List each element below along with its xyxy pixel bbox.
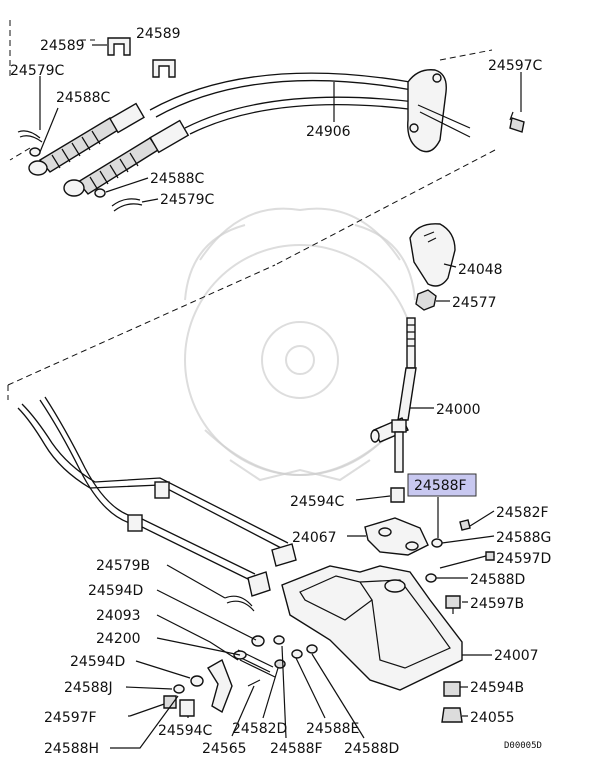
diagram-code: D00005D <box>504 741 542 751</box>
label-24055[interactable]: 24055 <box>470 710 515 726</box>
nut-24577 <box>415 289 437 311</box>
washer-24588f-bot <box>273 635 285 645</box>
bushing-24594d-b <box>190 675 204 687</box>
lever-24093 <box>207 658 233 714</box>
washer-24588d-mid <box>425 573 437 583</box>
bushing-24594d-a <box>251 635 265 647</box>
lower-shift-cables <box>17 396 297 597</box>
bushing-24594b <box>443 681 461 697</box>
shift-lever-24000 <box>370 317 417 473</box>
label-24577[interactable]: 24577 <box>452 295 497 311</box>
label-24588d-mid[interactable]: 24588D <box>470 572 525 588</box>
bolt-24597f <box>129 695 177 717</box>
label-24579c-top[interactable]: 24579C <box>10 63 65 79</box>
bolt-24597d <box>439 551 495 569</box>
clip-24589-left <box>107 37 131 56</box>
label-24200[interactable]: 24200 <box>96 631 141 647</box>
cable-end-boot-lower <box>63 119 190 197</box>
label-24597d[interactable]: 24597D <box>496 551 551 567</box>
pin-24579b <box>224 595 255 612</box>
cable-bracket-plate <box>407 69 471 153</box>
bushing-24594c-mid <box>390 487 405 503</box>
label-24588d-bot[interactable]: 24588D <box>344 741 399 757</box>
lever-seat-24067 <box>364 517 429 556</box>
upper-group-outline <box>7 20 496 400</box>
label-24597b[interactable]: 24597B <box>470 596 524 612</box>
label-24048[interactable]: 24048 <box>458 262 503 278</box>
label-24594c-bot[interactable]: 24594C <box>158 723 213 739</box>
label-24588e[interactable]: 24588E <box>306 721 359 737</box>
shift-knob-24048 <box>409 223 456 287</box>
label-24588c-top[interactable]: 24588C <box>56 90 111 106</box>
label-24588f-highlighted[interactable]: 24588F <box>414 478 467 494</box>
washer-24588j <box>173 684 185 694</box>
label-24589-right[interactable]: 24589 <box>136 26 181 42</box>
label-24588c-mid[interactable]: 24588C <box>150 171 205 187</box>
label-24594d-b[interactable]: 24594D <box>70 654 125 670</box>
pin-24579c-mid <box>111 198 143 212</box>
label-24093[interactable]: 24093 <box>96 608 141 624</box>
label-24582f[interactable]: 24582F <box>496 505 549 521</box>
spring-24200 <box>233 649 276 678</box>
bushing-24594c-bot <box>179 699 195 717</box>
label-24589-left[interactable]: 24589 <box>40 38 85 54</box>
mount-24055 <box>441 707 463 723</box>
label-24594b[interactable]: 24594B <box>470 680 524 696</box>
bolt-24597b <box>445 595 461 614</box>
label-24597c-top[interactable]: 24597C <box>488 58 543 74</box>
bolt-24597c-top <box>509 111 525 133</box>
shift-cables-24906 <box>149 72 418 135</box>
label-24067[interactable]: 24067 <box>292 530 337 546</box>
label-24594c-mid[interactable]: 24594C <box>290 494 345 510</box>
label-24597f[interactable]: 24597F <box>44 710 97 726</box>
washer-24588e <box>291 649 303 659</box>
pin-24565 <box>247 679 261 687</box>
washer-24588d-bot <box>306 644 318 654</box>
label-24588j[interactable]: 24588J <box>64 680 113 696</box>
label-24565[interactable]: 24565 <box>202 741 247 757</box>
label-24588g[interactable]: 24588G <box>496 530 551 546</box>
washer-24588c-mid <box>94 188 106 198</box>
label-24000[interactable]: 24000 <box>436 402 481 418</box>
label-24588h[interactable]: 24588H <box>44 741 99 757</box>
highlight-24588f[interactable] <box>407 473 477 497</box>
shift-housing-24007 <box>281 565 463 691</box>
label-24906[interactable]: 24906 <box>306 124 351 140</box>
leader-lines <box>39 44 522 749</box>
clip-24589-right <box>152 59 176 78</box>
pin-24579c-top <box>17 130 43 143</box>
label-24007[interactable]: 24007 <box>494 648 539 664</box>
label-24588f-bot[interactable]: 24588F <box>270 741 323 757</box>
part-number-labels: 24589 24589 24579C 24588C 24906 24597C 2… <box>10 26 551 757</box>
nut-24582f <box>459 519 471 531</box>
watermark-emblem <box>184 207 416 482</box>
label-24582d[interactable]: 24582D <box>232 721 287 737</box>
label-24594d-a[interactable]: 24594D <box>88 583 143 599</box>
cable-end-boot-upper <box>28 102 145 176</box>
washer-24588c-top <box>29 147 41 157</box>
label-24579b[interactable]: 24579B <box>96 558 150 574</box>
label-24579c-mid[interactable]: 24579C <box>160 192 215 208</box>
washer-24588g <box>431 538 443 548</box>
